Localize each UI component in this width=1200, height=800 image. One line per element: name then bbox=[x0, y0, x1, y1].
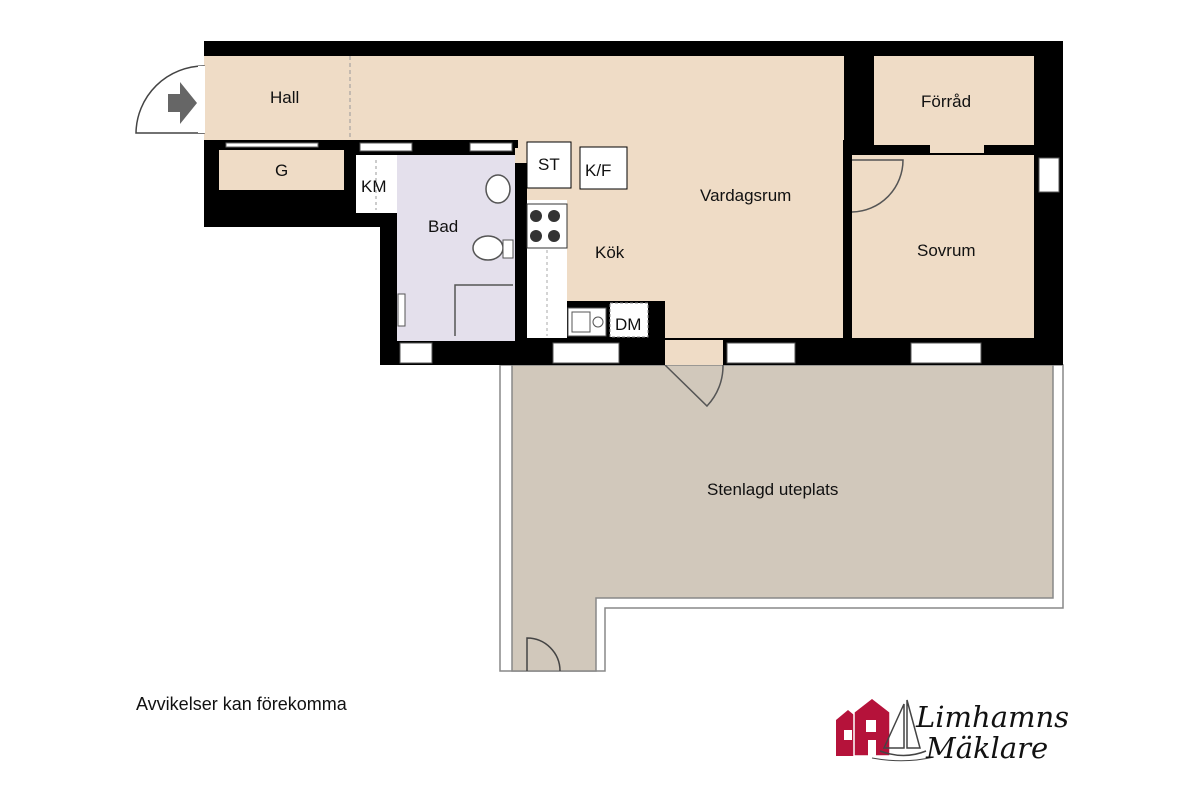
entrance-door bbox=[135, 65, 205, 134]
entrance-arrow-icon bbox=[168, 82, 197, 124]
room-forrad: Förråd bbox=[921, 92, 971, 111]
room-uteplats: Stenlagd uteplats bbox=[707, 480, 838, 499]
logo-line2: Mäklare bbox=[925, 731, 1048, 764]
room-garderob: G bbox=[275, 161, 288, 180]
interior-walls bbox=[225, 56, 1060, 408]
houses-icon bbox=[836, 697, 891, 757]
disclaimer-text: Avvikelser kan förekomma bbox=[136, 694, 347, 714]
room-hall: Hall bbox=[270, 88, 299, 107]
room-kok: Kök bbox=[595, 243, 625, 262]
fixture-dm: DM bbox=[615, 315, 641, 334]
room-bad: Bad bbox=[428, 217, 458, 236]
logo-line1: Limhamns bbox=[915, 700, 1069, 734]
terrace bbox=[499, 364, 1064, 672]
fixture-st: ST bbox=[538, 155, 560, 174]
sailboat-icon bbox=[871, 699, 935, 762]
room-sovrum: Sovrum bbox=[917, 241, 976, 260]
room-vardagsrum: Vardagsrum bbox=[700, 186, 791, 205]
fixture-kf: K/F bbox=[585, 161, 611, 180]
limhamns-maklare-logo: Limhamns Mäklare bbox=[836, 697, 1069, 764]
fixture-km: KM bbox=[361, 177, 387, 196]
